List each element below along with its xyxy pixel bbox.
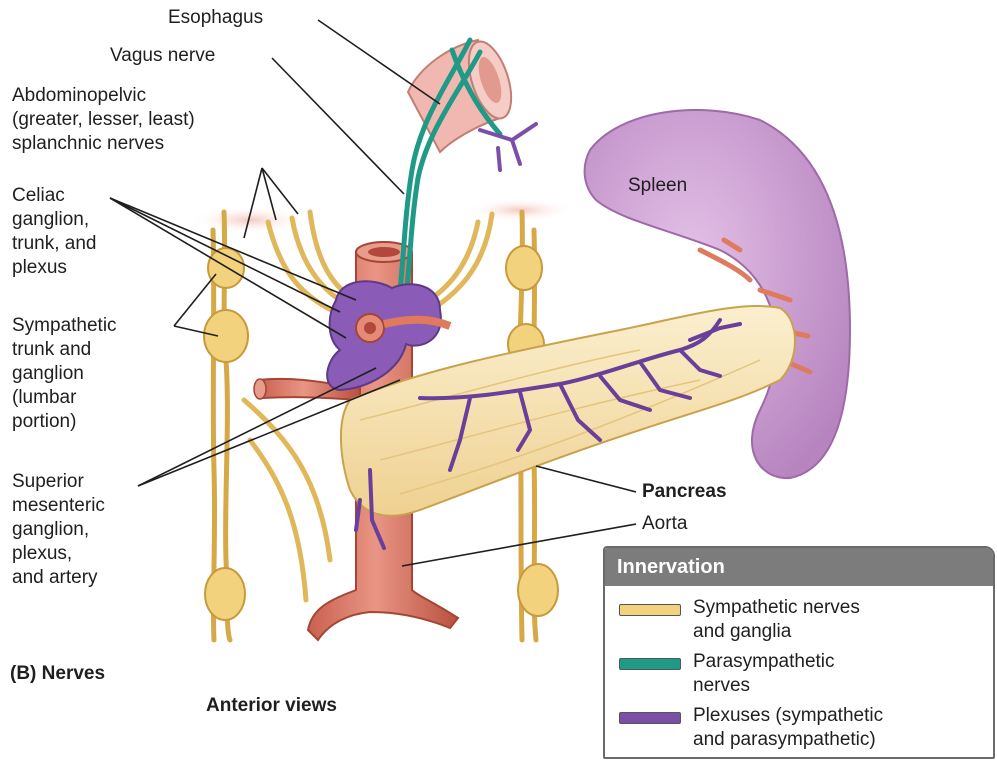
label-spleen: Spleen xyxy=(628,174,687,198)
legend-title: Innervation xyxy=(605,548,993,586)
label-view: Anterior views xyxy=(206,694,337,718)
legend-swatch-parasympathetic xyxy=(619,658,681,670)
label-vagus-nerve: Vagus nerve xyxy=(110,44,215,68)
legend-swatch-plexuses xyxy=(619,712,681,724)
label-splanchnic-nerves: Abdominopelvic (greater, lesser, least) … xyxy=(12,84,195,156)
legend-label-parasympathetic: Parasympathetic nerves xyxy=(693,650,993,698)
legend-swatch-sympathetic xyxy=(619,604,681,616)
legend-label-plexuses: Plexuses (sympathetic and parasympatheti… xyxy=(693,704,993,752)
label-panel: (B) Nerves xyxy=(10,662,105,686)
label-sympathetic-trunk: Sympathetic trunk and ganglion (lumbar p… xyxy=(12,314,117,434)
label-pancreas: Pancreas xyxy=(642,480,727,504)
esophageal-plexus xyxy=(480,124,536,170)
legend-label-sympathetic: Sympathetic nerves and ganglia xyxy=(693,596,993,644)
label-aorta: Aorta xyxy=(642,512,687,536)
legend-box: Innervation Sympathetic nerves and gangl… xyxy=(603,546,995,759)
label-celiac: Celiac ganglion, trunk, and plexus xyxy=(12,184,97,280)
label-superior-mesenteric: Superior mesenteric ganglion, plexus, an… xyxy=(12,470,105,590)
label-esophagus: Esophagus xyxy=(168,6,263,30)
